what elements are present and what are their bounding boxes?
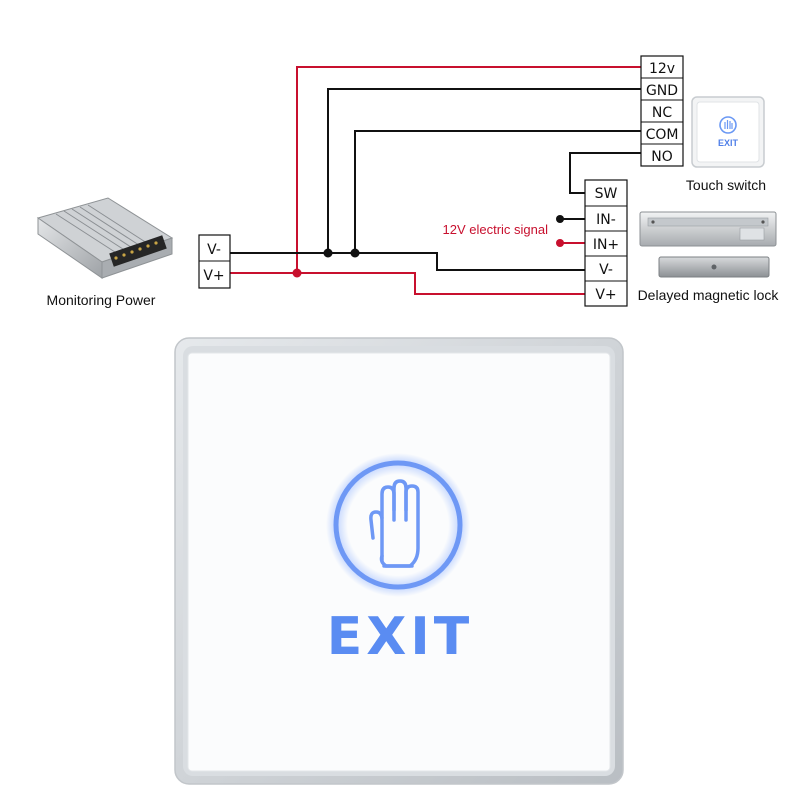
wire-gnd (327, 88, 641, 253)
terminal-v-plus: V+ (595, 287, 616, 303)
terminal-com: COM (646, 127, 679, 143)
touch-switch-thumbnail: EXIT (691, 96, 765, 168)
wire-v-plus (230, 272, 585, 295)
terminal-v-minus: V- (599, 262, 613, 278)
terminal-in-minus: IN- (596, 212, 616, 228)
touch-switch-label: Touch switch (686, 177, 766, 193)
exit-text: EXIT (327, 607, 473, 667)
junction-dot (556, 239, 564, 247)
power-supply-terminal-block: V- V+ (198, 234, 231, 289)
signal-label: 12V electric signal (443, 222, 549, 237)
terminal-nc: NC (652, 105, 672, 121)
power-supply-label: Monitoring Power (47, 292, 156, 308)
exit-button-image: EXIT (174, 337, 624, 785)
terminal-in-plus: IN+ (593, 237, 619, 253)
hand-icon (719, 116, 737, 134)
wire-v-minus (230, 252, 585, 271)
terminal-no: NO (651, 149, 673, 165)
hand-icon (369, 479, 420, 568)
junctions (292, 215, 564, 278)
terminal-gnd: GND (646, 83, 678, 99)
wire-no (569, 152, 641, 194)
glow-ring (333, 460, 463, 590)
wires (230, 66, 641, 295)
junction-dot (323, 248, 333, 258)
power-supply-image (36, 197, 174, 279)
terminal-12v: 12v (649, 61, 675, 77)
terminal-sw: SW (595, 186, 618, 202)
wire-com (354, 130, 641, 253)
terminal-psu-v-minus: V- (207, 242, 221, 258)
junction-dot (556, 215, 564, 223)
thumbnail-exit-text: EXIT (718, 138, 739, 148)
lock-terminal-block: SW IN- IN+ V- V+ (584, 179, 628, 307)
junction-dot (350, 248, 360, 258)
wire-12v (296, 66, 641, 273)
junction-dot (292, 268, 302, 278)
controller-terminal-block: 12v GND NC COM NO (640, 55, 684, 167)
magnetic-lock-label: Delayed magnetic lock (638, 287, 780, 303)
magnetic-lock-image (639, 211, 777, 278)
terminal-psu-v-plus: V+ (203, 268, 224, 284)
